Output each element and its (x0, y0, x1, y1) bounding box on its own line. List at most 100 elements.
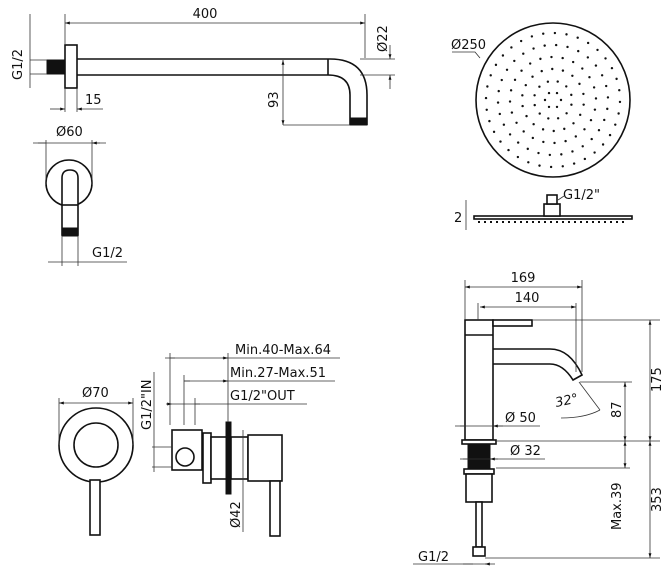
nozzle-dot (608, 133, 612, 137)
nozzle-dot (507, 148, 510, 152)
nozzle-dot (583, 128, 586, 131)
nozzle-dot (604, 84, 608, 88)
nozzle-dot (522, 130, 525, 133)
nozzle-dot (554, 43, 558, 47)
nozzle-dot (548, 153, 552, 157)
nozzle-dot (592, 86, 596, 89)
nozzle-dot (498, 112, 502, 116)
nozzle-dot (594, 97, 598, 100)
nozzle-dot (614, 123, 617, 126)
nozzle-dot (546, 80, 550, 83)
head-diameter-label: Ø250 (451, 38, 486, 53)
nozzle-dot (559, 98, 563, 102)
nozzle-dot (538, 85, 541, 88)
nozzle-dot (565, 112, 568, 115)
nozzle-dot (485, 108, 488, 111)
nozzle-dot (565, 85, 568, 88)
nozzle-dot (516, 141, 520, 144)
nozzle-dot (537, 151, 540, 155)
nozzle-dot (590, 137, 593, 141)
nozzle-dot (603, 118, 606, 122)
nozzle-dot (502, 123, 506, 126)
nozzle-dot (600, 74, 604, 77)
nozzle-dot (508, 100, 512, 103)
nozzle-dot (516, 155, 520, 159)
flange-depth-label: 15 (85, 93, 102, 108)
nozzle-dot (555, 105, 559, 109)
nozzle-dot (566, 45, 569, 49)
nozzle-dot (541, 128, 545, 131)
nozzle-dot (525, 114, 528, 118)
hose-thread-label: G1/2 (418, 550, 449, 565)
basin-mixer-side-view: 169 140 175 87 353 Max.39 32° Ø 50 Ø 32 … (413, 271, 664, 565)
nozzle-dot (496, 101, 500, 104)
nozzle-dot (521, 104, 524, 108)
nozzle-dot (571, 60, 575, 64)
nozzle-dot (556, 117, 560, 120)
nozzle-dot (547, 91, 551, 95)
nozzle-dot (552, 129, 555, 133)
nozzle-dot (586, 41, 590, 45)
nozzle-dot (494, 63, 498, 67)
nozzle-dot (550, 55, 553, 59)
nozzle-dot (565, 33, 568, 36)
nozzle-dot (524, 83, 527, 87)
nozzle-dot (582, 92, 585, 96)
nozzle-dot (542, 140, 545, 144)
nozzle-dot (538, 112, 541, 115)
nozzle-dot (561, 165, 564, 168)
nozzle-dot (530, 35, 534, 38)
nozzle-dot (551, 67, 554, 71)
nozzle-dot (576, 36, 579, 39)
shower-head-top-view: Ø250 (451, 22, 631, 178)
nozzle-dot (571, 74, 574, 77)
flange-diameter-label: Ø60 (56, 125, 83, 140)
total-depth-label: Min.40-Max.64 (235, 343, 331, 358)
arm-drop-label: 93 (267, 91, 282, 108)
outlet-label: G1/2"OUT (230, 389, 295, 404)
nozzle-dot (501, 54, 505, 57)
nozzle-dot (581, 67, 584, 70)
nozzle-dot (574, 135, 578, 138)
nozzle-dot (510, 111, 514, 114)
nozzle-dot (508, 133, 512, 136)
nozzle-dot (583, 157, 587, 161)
nozzle-dot (492, 130, 496, 134)
nozzle-dot (615, 77, 618, 81)
nozzle-dot (581, 145, 584, 148)
nozzle-dot (520, 69, 523, 72)
arm-end-thread-label: G1/2 (92, 246, 123, 261)
nozzle-dot (572, 122, 575, 125)
arm-thread-label: G1/2 (11, 49, 26, 80)
nozzle-dot (497, 89, 500, 93)
nozzle-dot (486, 85, 489, 88)
nozzle-dot (601, 143, 605, 146)
head-connection-label: G1/2" (563, 188, 600, 203)
nozzle-dot (594, 64, 598, 67)
nozzle-dot (513, 78, 517, 82)
nozzle-dot (500, 78, 503, 82)
spout-angle-label: 32° (554, 391, 580, 410)
nozzle-dot (531, 136, 535, 140)
arm-diameter-label: Ø22 (376, 25, 391, 52)
nozzle-dot (522, 52, 525, 55)
nozzle-dot (549, 165, 553, 169)
nozzle-dot (555, 91, 559, 95)
nozzle-dot (488, 119, 491, 123)
nozzle-dot (533, 103, 536, 107)
nozzle-dot (532, 123, 535, 126)
nozzle-dot (589, 118, 593, 122)
nozzle-dot (597, 128, 601, 132)
shank-diameter-label: Ø 32 (510, 444, 541, 459)
nozzle-dot (542, 32, 545, 35)
nozzle-dot (563, 127, 566, 131)
nozzle-dot (528, 62, 532, 65)
nozzle-dot (515, 121, 518, 125)
concealed-mixer-front-view: Ø70 (58, 386, 134, 536)
shower-arm-front-view: Ø60 G1/2 (33, 125, 127, 266)
body-depth-label: Min.27-Max.51 (230, 366, 326, 381)
concealed-mixer-side-view: Min.40-Max.64 Min.27-Max.51 G1/2"OUT G1/… (140, 343, 340, 537)
nozzle-dot (519, 39, 523, 43)
